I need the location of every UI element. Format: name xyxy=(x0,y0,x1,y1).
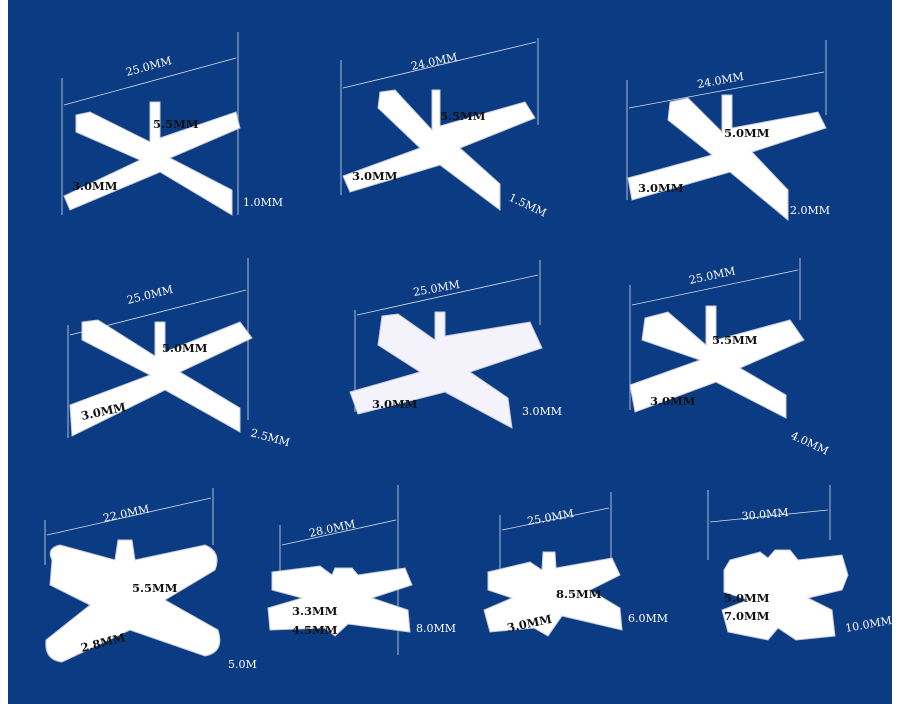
spacer-1-width-label: 25.0MM xyxy=(124,54,173,79)
spacer-6-width-label: 25.0MM xyxy=(688,264,737,286)
spacer-1: 25.0MM 5.5MM 3.0MM 1.0MM xyxy=(61,32,283,216)
spacer-9-width-label: 25.0MM xyxy=(526,507,575,528)
spacer-7-thickness-label: 5.0M xyxy=(228,658,257,671)
spacer-4-thickness-label: 2.5MM xyxy=(249,426,291,449)
spacer-5-thickness-label: 3.0MM xyxy=(522,405,562,418)
spacer-8: 28.0MM 3.3MM 4.5MM 8.0MM xyxy=(267,485,456,655)
spacer-2-height-label: 5.5MM xyxy=(440,109,486,123)
spacer-2: 24.0MM 5.5MM 3.0MM 1.5MM xyxy=(340,38,549,220)
spacer-6-base-label: 3.0MM xyxy=(650,394,696,408)
spacer-5-width-label: 25.0MM xyxy=(412,278,461,299)
spacer-4-height-label: 5.0MM xyxy=(162,341,208,355)
spacer-6-thickness-label: 4.0MM xyxy=(789,429,831,458)
spacer-2-width-label: 24.0MM xyxy=(410,50,459,72)
spacer-10-base-label: 7.0MM xyxy=(724,609,770,623)
spacer-10-thickness-label: 10.0MM xyxy=(844,614,893,635)
spacer-9-height-label: 8.5MM xyxy=(556,587,602,601)
spacer-2-thickness-label: 1.5MM xyxy=(507,191,549,220)
spacer-10-height-label: 5.0MM xyxy=(724,591,770,605)
spacer-10: 30.0MM 5.0MM 7.0MM 10.0MM xyxy=(707,485,893,641)
spacer-7-width-label: 22.0MM xyxy=(102,502,151,524)
spacer-1-base-label: 3.0MM xyxy=(72,179,118,193)
spacer-1-height-label: 5.5MM xyxy=(153,117,199,131)
spacer-7: 22.0MM 5.5MM 2.8MM 5.0M xyxy=(44,488,257,671)
spacer-8-height-label: 3.3MM xyxy=(292,604,338,618)
spacer-4-width-label: 25.0MM xyxy=(126,283,175,307)
spacer-4: 25.0MM 5.0MM 3.0MM 2.5MM xyxy=(67,258,291,449)
spacer-3-thickness-label: 2.0MM xyxy=(790,204,830,217)
spacer-9-thickness-label: 6.0MM xyxy=(628,612,668,625)
spacer-3: 24.0MM 5.0MM 3.0MM 2.0MM xyxy=(626,40,830,222)
spacer-1-thickness-label: 1.0MM xyxy=(243,196,283,209)
spacer-3-height-label: 5.0MM xyxy=(724,126,770,140)
spacer-8-base-label: 4.5MM xyxy=(292,623,338,637)
spacer-8-thickness-label: 8.0MM xyxy=(416,622,456,635)
spacer-5: 25.0MM 3.0MM 3.0MM xyxy=(349,260,562,429)
spacer-8-width-label: 28.0MM xyxy=(308,517,357,539)
spacer-5-base-label: 3.0MM xyxy=(372,397,418,411)
spacer-6: 25.0MM 5.5MM 3.0MM 4.0MM xyxy=(629,258,831,458)
spacer-3-base-label: 3.0MM xyxy=(638,181,684,195)
spacer-2-base-label: 3.0MM xyxy=(352,169,398,183)
spacer-10-width-label: 30.0MM xyxy=(741,506,789,523)
spacer-6-height-label: 5.5MM xyxy=(712,333,758,347)
spacer-7-height-label: 5.5MM xyxy=(132,581,178,595)
spacer-9: 25.0MM 8.5MM 3.0MM 6.0MM xyxy=(483,492,668,637)
